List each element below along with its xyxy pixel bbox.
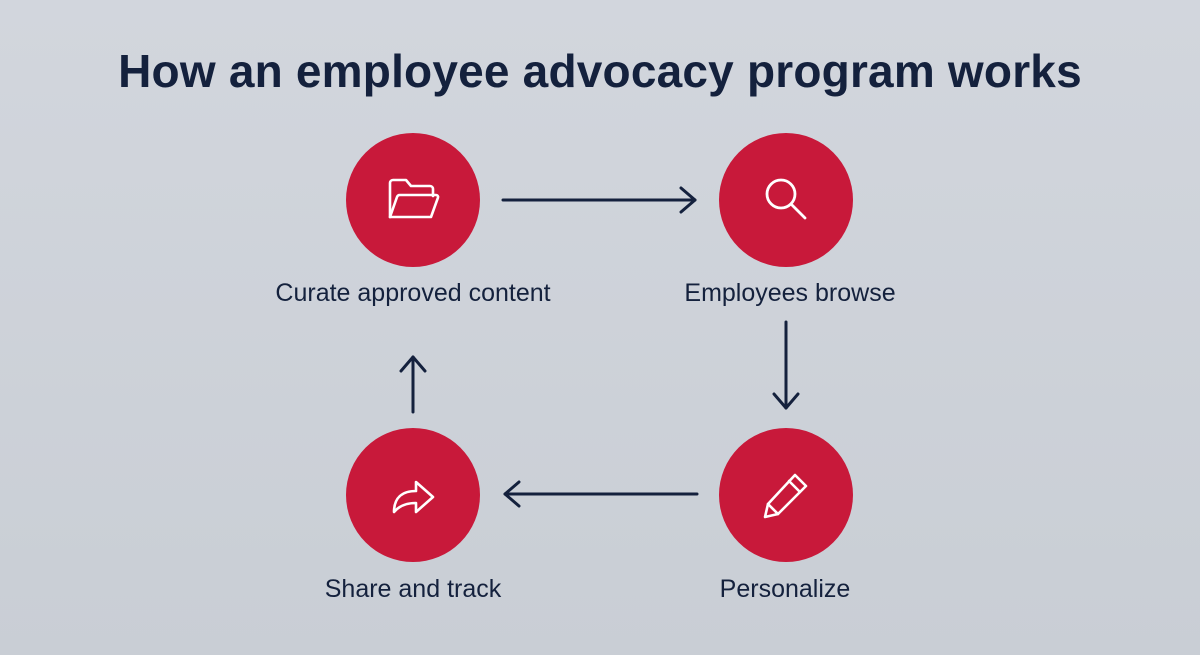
search-icon bbox=[765, 178, 807, 220]
arrow-step2-to-step3 bbox=[772, 320, 800, 410]
page-title: How an employee advocacy program works bbox=[118, 45, 1082, 97]
share-icon bbox=[392, 480, 435, 514]
step-curate-label: Curate approved content bbox=[275, 279, 551, 307]
arrow-step3-to-step4 bbox=[503, 480, 699, 508]
step-curate-node bbox=[346, 133, 480, 267]
arrow-step4-to-step1 bbox=[399, 355, 427, 414]
folder-icon bbox=[388, 178, 440, 219]
step-personalize-label: Personalize bbox=[719, 575, 851, 603]
step-share-label: Share and track bbox=[324, 575, 502, 603]
arrow-step1-to-step2 bbox=[501, 186, 697, 214]
step-share-node bbox=[346, 428, 480, 562]
pencil-icon bbox=[763, 473, 808, 519]
step-browse-label: Employees browse bbox=[684, 279, 896, 307]
step-personalize-node bbox=[719, 428, 853, 562]
step-browse-node bbox=[719, 133, 853, 267]
